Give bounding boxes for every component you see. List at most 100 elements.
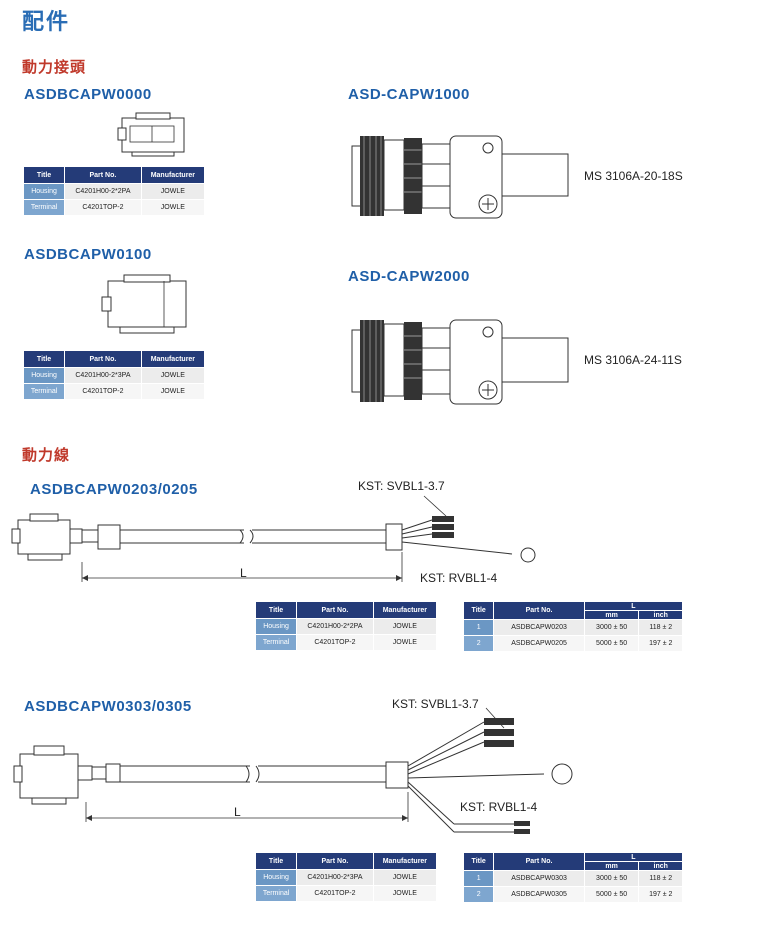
row-title: Housing <box>24 368 65 383</box>
table-header-l: L <box>584 602 682 610</box>
table-row: 2 ASDBCAPW0305 5000 ± 50 197 ± 2 <box>464 887 682 902</box>
table-header-part-no: Part No. <box>494 602 584 619</box>
row-manufacturer: JOWLE <box>141 384 204 399</box>
table-header-mm: mm <box>584 862 639 870</box>
row-part-no: C4201H00-2*3PA <box>65 368 141 383</box>
row-inch: 118 ± 2 <box>639 620 682 635</box>
row-title: 2 <box>464 887 494 902</box>
model-title-connector-d: ASD-CAPW2000 <box>348 268 470 285</box>
table-row: 2 ASDBCAPW0205 5000 ± 50 197 ± 2 <box>464 636 682 651</box>
row-title: Housing <box>24 184 65 199</box>
connector-a-drawing <box>117 112 185 157</box>
section-heading-connectors: 動力接頭 <box>22 59 87 76</box>
cable-a-table: Title Part No. Manufacturer Housing C420… <box>255 601 437 651</box>
table-header-title: Title <box>256 853 297 869</box>
model-title-cable-b: ASDBCAPW0303/0305 <box>24 698 192 715</box>
table-header-manufacturer: Manufacturer <box>373 853 436 869</box>
table-header-part-no: Part No. <box>297 602 373 618</box>
row-manufacturer: JOWLE <box>373 886 436 901</box>
connector-b-drawing <box>101 274 187 334</box>
connector-c-label: MS 3106A-20-18S <box>584 169 683 183</box>
model-title-connector-a: ASDBCAPW0000 <box>24 86 152 103</box>
row-part-no: C4201TOP-2 <box>65 200 141 215</box>
model-title-connector-b: ASDBCAPW0100 <box>24 246 152 263</box>
table-row: Housing C4201H00-2*3PA JOWLE <box>24 368 204 383</box>
row-title: Housing <box>256 870 297 885</box>
table-header-title: Title <box>24 351 65 367</box>
table-row: Terminal C4201TOP-2 JOWLE <box>24 200 204 215</box>
table-header-mm: mm <box>584 611 639 619</box>
page-title: 配件 <box>22 9 71 34</box>
cable-b-length-table: Title Part No. L mm inch 1 ASDBCAPW0303 … <box>463 852 683 903</box>
table-header-inch: inch <box>639 611 682 619</box>
cable-a-length-table: Title Part No. L mm inch 1 ASDBCAPW0203 … <box>463 601 683 652</box>
row-manufacturer: JOWLE <box>141 368 204 383</box>
row-manufacturer: JOWLE <box>373 635 436 650</box>
table-row: Terminal C4201TOP-2 JOWLE <box>256 886 436 901</box>
row-part-no: ASDBCAPW0203 <box>494 620 584 635</box>
row-part-no: C4201TOP-2 <box>65 384 141 399</box>
row-part-no: C4201H00-2*2PA <box>65 184 141 199</box>
table-header-title: Title <box>464 602 494 619</box>
cable-b-kst-bottom: KST: RVBL1-4 <box>460 800 538 814</box>
connector-d-drawing <box>351 319 569 405</box>
row-part-no: C4201TOP-2 <box>297 635 373 650</box>
cable-b-length-label: L <box>234 805 241 819</box>
row-manufacturer: JOWLE <box>141 200 204 215</box>
table-header-manufacturer: Manufacturer <box>373 602 436 618</box>
table-row: Terminal C4201TOP-2 JOWLE <box>24 384 204 399</box>
cable-b-table: Title Part No. Manufacturer Housing C420… <box>255 852 437 902</box>
row-manufacturer: JOWLE <box>373 619 436 634</box>
row-part-no: ASDBCAPW0305 <box>494 887 584 902</box>
table-header-part-no: Part No. <box>494 853 584 870</box>
row-title: Terminal <box>256 635 297 650</box>
row-mm: 3000 ± 50 <box>584 871 639 886</box>
row-title: Terminal <box>256 886 297 901</box>
table-header-title: Title <box>256 602 297 618</box>
cable-a-kst-bottom: KST: RVBL1-4 <box>420 571 498 585</box>
table-header-l: L <box>584 853 682 861</box>
row-manufacturer: JOWLE <box>141 184 204 199</box>
row-title: Terminal <box>24 200 65 215</box>
table-row: 1 ASDBCAPW0203 3000 ± 50 118 ± 2 <box>464 620 682 635</box>
row-mm: 3000 ± 50 <box>584 620 639 635</box>
row-inch: 118 ± 2 <box>639 871 682 886</box>
model-title-connector-c: ASD-CAPW1000 <box>348 86 470 103</box>
table-row: Terminal C4201TOP-2 JOWLE <box>256 635 436 650</box>
row-manufacturer: JOWLE <box>373 870 436 885</box>
table-row: Housing C4201H00-2*3PA JOWLE <box>256 870 436 885</box>
cable-a-drawing <box>11 495 536 582</box>
model-title-cable-a: ASDBCAPW0203/0205 <box>30 481 198 498</box>
table-row: Housing C4201H00-2*2PA JOWLE <box>256 619 436 634</box>
table-header-inch: inch <box>639 862 682 870</box>
table-header-title: Title <box>24 167 65 183</box>
table-header-title: Title <box>464 853 494 870</box>
table-row: 1 ASDBCAPW0303 3000 ± 50 118 ± 2 <box>464 871 682 886</box>
row-title: Housing <box>256 619 297 634</box>
table-header-manufacturer: Manufacturer <box>141 167 204 183</box>
cable-b-drawing <box>13 707 573 834</box>
row-title: 1 <box>464 871 494 886</box>
table-header-part-no: Part No. <box>65 167 141 183</box>
row-mm: 5000 ± 50 <box>584 887 639 902</box>
row-part-no: C4201TOP-2 <box>297 886 373 901</box>
row-part-no: C4201H00-2*3PA <box>297 870 373 885</box>
row-part-no: ASDBCAPW0303 <box>494 871 584 886</box>
row-inch: 197 ± 2 <box>639 636 682 651</box>
cable-a-kst-top: KST: SVBL1-3.7 <box>358 479 445 493</box>
table-row: Housing C4201H00-2*2PA JOWLE <box>24 184 204 199</box>
connector-a-table: Title Part No. Manufacturer Housing C420… <box>23 166 205 216</box>
section-heading-cables: 動力線 <box>22 447 71 464</box>
table-header-manufacturer: Manufacturer <box>141 351 204 367</box>
row-part-no: C4201H00-2*2PA <box>297 619 373 634</box>
table-header-part-no: Part No. <box>65 351 141 367</box>
row-part-no: ASDBCAPW0205 <box>494 636 584 651</box>
connector-c-drawing <box>351 135 569 219</box>
row-mm: 5000 ± 50 <box>584 636 639 651</box>
cable-a-length-label: L <box>240 566 247 580</box>
connector-b-table: Title Part No. Manufacturer Housing C420… <box>23 350 205 400</box>
row-inch: 197 ± 2 <box>639 887 682 902</box>
cable-b-kst-top: KST: SVBL1-3.7 <box>392 697 479 711</box>
row-title: 2 <box>464 636 494 651</box>
table-header-part-no: Part No. <box>297 853 373 869</box>
